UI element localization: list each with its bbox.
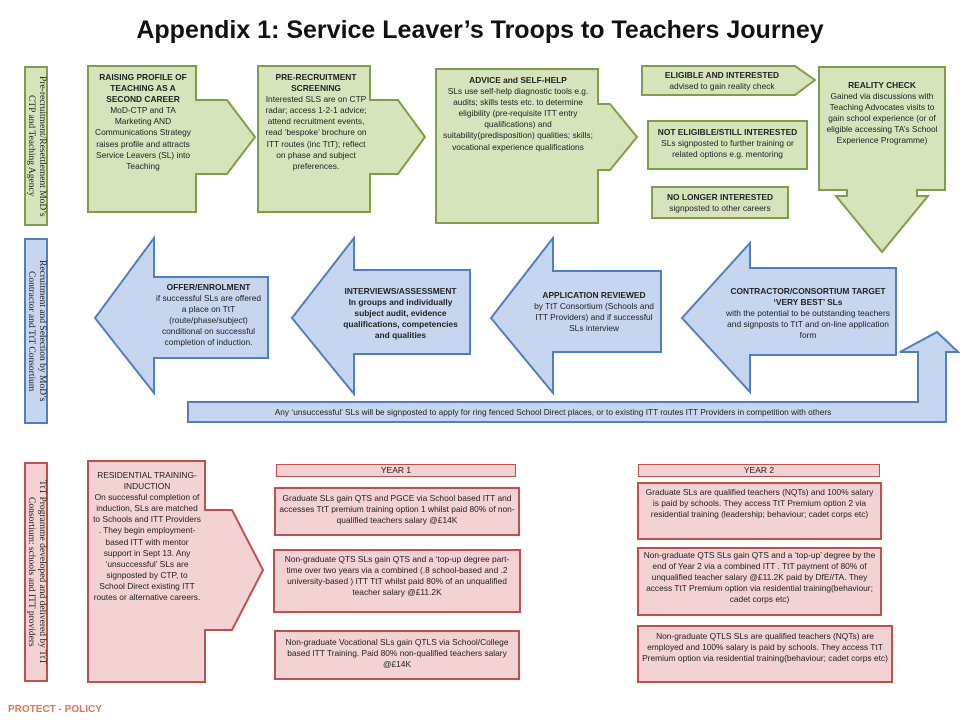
- not-eligible-body: SLs signposted to further training or re…: [661, 138, 794, 160]
- raising-profile-box: RAISING PROFILE OF TEACHING AS A SECOND …: [90, 70, 196, 210]
- year-2-item-non-graduate-qts: Non-graduate QTS SLs gain QTS and a ‘top…: [637, 547, 882, 616]
- reality-check-box: REALITY CHECK Gained via discussions wit…: [823, 78, 941, 188]
- year-2-item-graduate: Graduate SLs are qualified teachers (NQT…: [637, 482, 882, 540]
- no-longer-body: signposted to other careers: [669, 203, 771, 214]
- interviews-body: In groups and individually subject audit…: [343, 297, 458, 341]
- residential-body: On successful completion of induction, S…: [93, 492, 201, 603]
- arrow-contractor: [680, 240, 897, 395]
- arrow-residential: [87, 460, 265, 683]
- raising-profile-body: MoD-CTP and TA Marketing AND Communicati…: [95, 105, 191, 171]
- contractor-heading: CONTRACTOR/CONSORTIUM TARGET ‘VERY BEST’…: [730, 286, 886, 308]
- protect-policy-footer: PROTECT - POLICY: [8, 704, 102, 715]
- reality-heading: REALITY CHECK: [848, 80, 916, 90]
- page-title: Appendix 1: Service Leaver’s Troops to T…: [136, 16, 824, 44]
- arrow-advice-self-help: [435, 68, 639, 224]
- unsuccessful-note: Any ‘unsuccessful’ SLs will be signposte…: [274, 407, 832, 417]
- residential-heading: RESIDENTIAL TRAINING-INDUCTION: [97, 470, 197, 492]
- advice-heading: ADVICE and SELF-HELP: [469, 75, 567, 85]
- offer-enrolment-box: OFFER/ENROLMENT if successful SLs are of…: [150, 280, 267, 356]
- year-1-label: YEAR 1: [276, 464, 516, 477]
- arrow-interviews: [290, 235, 471, 397]
- arrow-offer-enrolment: [93, 234, 269, 396]
- arrow-eligible: [641, 65, 817, 96]
- lane-label-pre-recruitment: Pre-recruitment/Resettlement MoD’s CTP a…: [24, 66, 48, 226]
- eligible-body: advised to gain reality check: [669, 81, 775, 92]
- interviews-heading: INTERVIEWS/ASSESSMENT: [344, 286, 457, 296]
- pre-recruitment-heading: PRE-RECRUITMENT SCREENING: [275, 72, 357, 94]
- eligible-heading: ELIGIBLE AND INTERESTED: [664, 70, 780, 80]
- lane-label-programme: TtT Programme developed and delivered by…: [24, 462, 48, 682]
- no-longer-heading: NO LONGER INTERESTED: [666, 192, 774, 202]
- lane-label-recruitment: Recruitment and Selection by MoD’s Contr…: [24, 238, 48, 424]
- application-body: by TtT Consortium (Schools and ITT Provi…: [534, 301, 654, 334]
- year-2-label: YEAR 2: [638, 464, 880, 477]
- advice-body: SLs use self-help diagnostic tools e.g. …: [443, 86, 593, 152]
- pre-recruitment-box: PRE-RECRUITMENT SCREENING Interested SLS…: [260, 70, 372, 210]
- not-eligible-heading: NOT ELIGIBLE/STILL INTERESTED: [657, 127, 798, 137]
- offer-body: if successful SLs are offered a place on…: [155, 293, 262, 348]
- residential-box: RESIDENTIAL TRAINING-INDUCTION On succes…: [90, 468, 204, 678]
- arrow-reality-check: [818, 66, 946, 254]
- arrow-unsuccessful: [187, 330, 960, 423]
- application-heading: APPLICATION REVIEWED: [542, 290, 646, 300]
- year-1-item-non-graduate-qts: Non-graduate QTS SLs gain QTS and a ‘top…: [273, 549, 521, 613]
- year-1-item-vocational: Non-graduate Vocational SLs gain QTLS vi…: [274, 630, 520, 680]
- raising-profile-heading: RAISING PROFILE OF TEACHING AS A SECOND …: [99, 72, 187, 105]
- arrow-application: [489, 235, 662, 396]
- year-1-item-graduate: Graduate SLs gain QTS and PGCE via Schoo…: [274, 487, 520, 536]
- not-eligible-box: NOT ELIGIBLE/STILL INTERESTED SLs signpo…: [647, 120, 808, 170]
- contractor-box: CONTRACTOR/CONSORTIUM TARGET ‘VERY BEST’…: [722, 284, 894, 352]
- arrow-raising-profile: [87, 65, 257, 213]
- contractor-body: with the potential to be outstanding tea…: [726, 308, 890, 341]
- no-longer-box: NO LONGER INTERESTED signposted to other…: [651, 186, 789, 219]
- eligible-box: ELIGIBLE AND INTERESTED advised to gain …: [644, 68, 800, 94]
- interviews-box: INTERVIEWS/ASSESSMENT In groups and indi…: [332, 284, 469, 352]
- advice-self-help-box: ADVICE and SELF-HELP SLs use self-help d…: [438, 73, 598, 221]
- application-box: APPLICATION REVIEWED by TtT Consortium (…: [528, 288, 660, 348]
- year-2-item-qtls: Non-graduate QTLS SLs are qualified teac…: [637, 625, 893, 683]
- offer-heading: OFFER/ENROLMENT: [166, 282, 251, 292]
- reality-body: Gained via discussions with Teaching Adv…: [826, 91, 938, 146]
- arrow-pre-recruitment: [257, 65, 427, 213]
- pre-recruitment-body: Interested SLS are on CTP radar; access …: [265, 94, 367, 171]
